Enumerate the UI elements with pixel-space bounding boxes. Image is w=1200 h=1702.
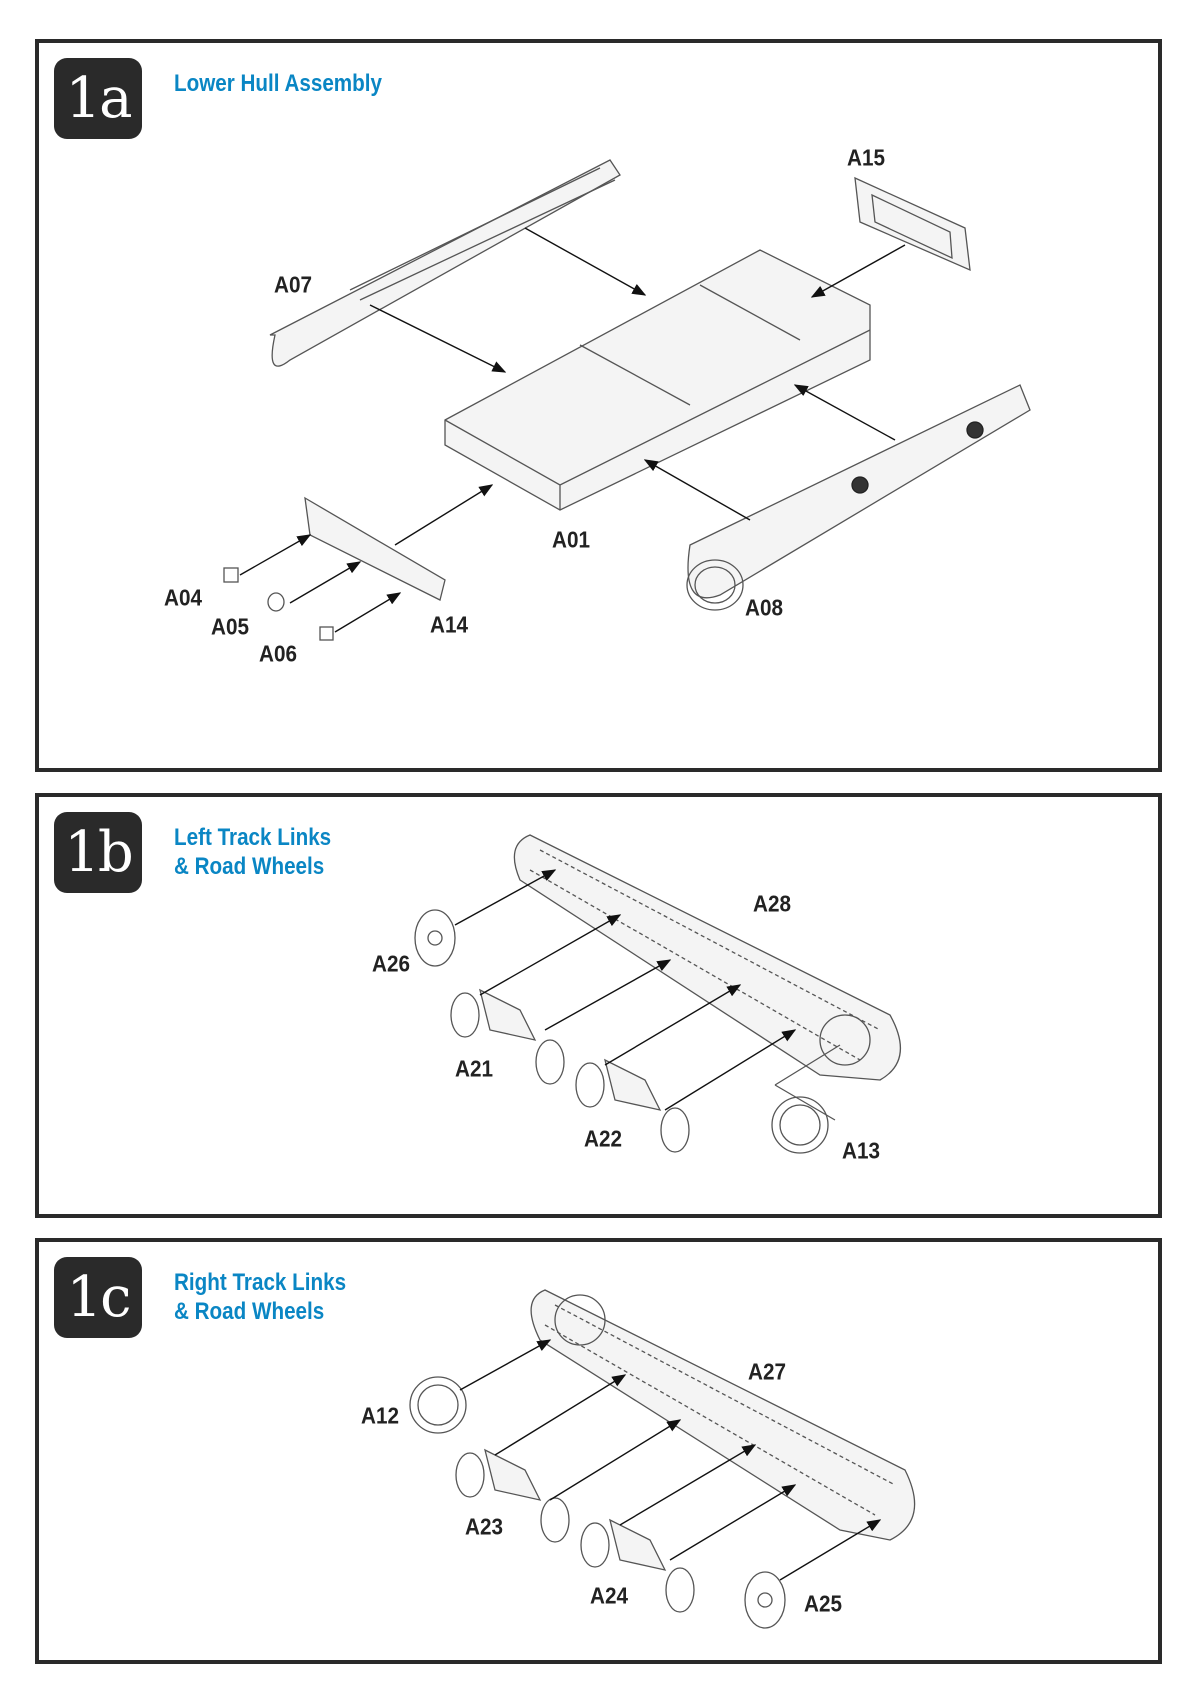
- step-1b-panel: 1b Left Track Links& Road Wheels: [35, 793, 1162, 1218]
- small-parts-a04-a06: [223, 567, 334, 641]
- part-label: A25: [804, 1590, 842, 1617]
- assembly-arrows-1a: [239, 227, 906, 633]
- part-a13-sprocket: [771, 1096, 829, 1154]
- part-label: A04: [164, 584, 202, 611]
- part-a24-bogie: [580, 1518, 695, 1613]
- part-label: A14: [430, 611, 468, 638]
- step-number-badge: 1a: [54, 58, 142, 139]
- part-a14-plate: [304, 496, 446, 601]
- step-title: Right Track Links& Road Wheels: [174, 1269, 347, 1325]
- part-a28-left-track: [513, 834, 902, 1081]
- part-label: A13: [842, 1137, 880, 1164]
- part-label: A27: [748, 1358, 786, 1385]
- assembly-arrows-1c: [459, 1339, 882, 1581]
- step-number-badge: 1c: [54, 1257, 142, 1338]
- part-label: A26: [372, 950, 410, 977]
- part-label: A12: [361, 1402, 399, 1429]
- part-a01-hull-tub: [444, 249, 871, 511]
- part-a25-idler-wheel: [744, 1571, 786, 1629]
- part-label: A05: [211, 613, 249, 640]
- part-label: A07: [274, 271, 312, 298]
- part-label: A24: [590, 1582, 628, 1609]
- part-a12-sprocket: [409, 1376, 467, 1434]
- part-label: A22: [584, 1125, 622, 1152]
- part-label: A28: [753, 890, 791, 917]
- step-number-badge: 1b: [54, 812, 142, 893]
- part-a27-right-track: [530, 1289, 916, 1541]
- part-a08-side-rail: [686, 384, 1031, 611]
- step-1a-panel: 1a Lower Hull Assembly: [35, 39, 1162, 772]
- part-label: A08: [745, 594, 783, 621]
- part-label: A06: [259, 640, 297, 667]
- step-1c-panel: 1c Right Track Links& Road Wheels: [35, 1238, 1162, 1664]
- part-label: A15: [847, 144, 885, 171]
- part-a26-idler-wheel: [414, 909, 456, 967]
- part-a07-side-rail: [269, 159, 621, 367]
- part-label: A23: [465, 1513, 503, 1540]
- part-a15-bulkhead: [854, 176, 971, 272]
- part-a22-bogie: [575, 1058, 690, 1153]
- part-a23-bogie: [455, 1448, 570, 1543]
- part-a21-bogie: [450, 988, 565, 1085]
- part-label: A01: [552, 526, 590, 553]
- assembly-arrows-1b: [454, 869, 841, 1121]
- step-title: Lower Hull Assembly: [174, 70, 382, 97]
- step-title: Left Track Links& Road Wheels: [174, 824, 332, 880]
- part-label: A21: [455, 1055, 493, 1082]
